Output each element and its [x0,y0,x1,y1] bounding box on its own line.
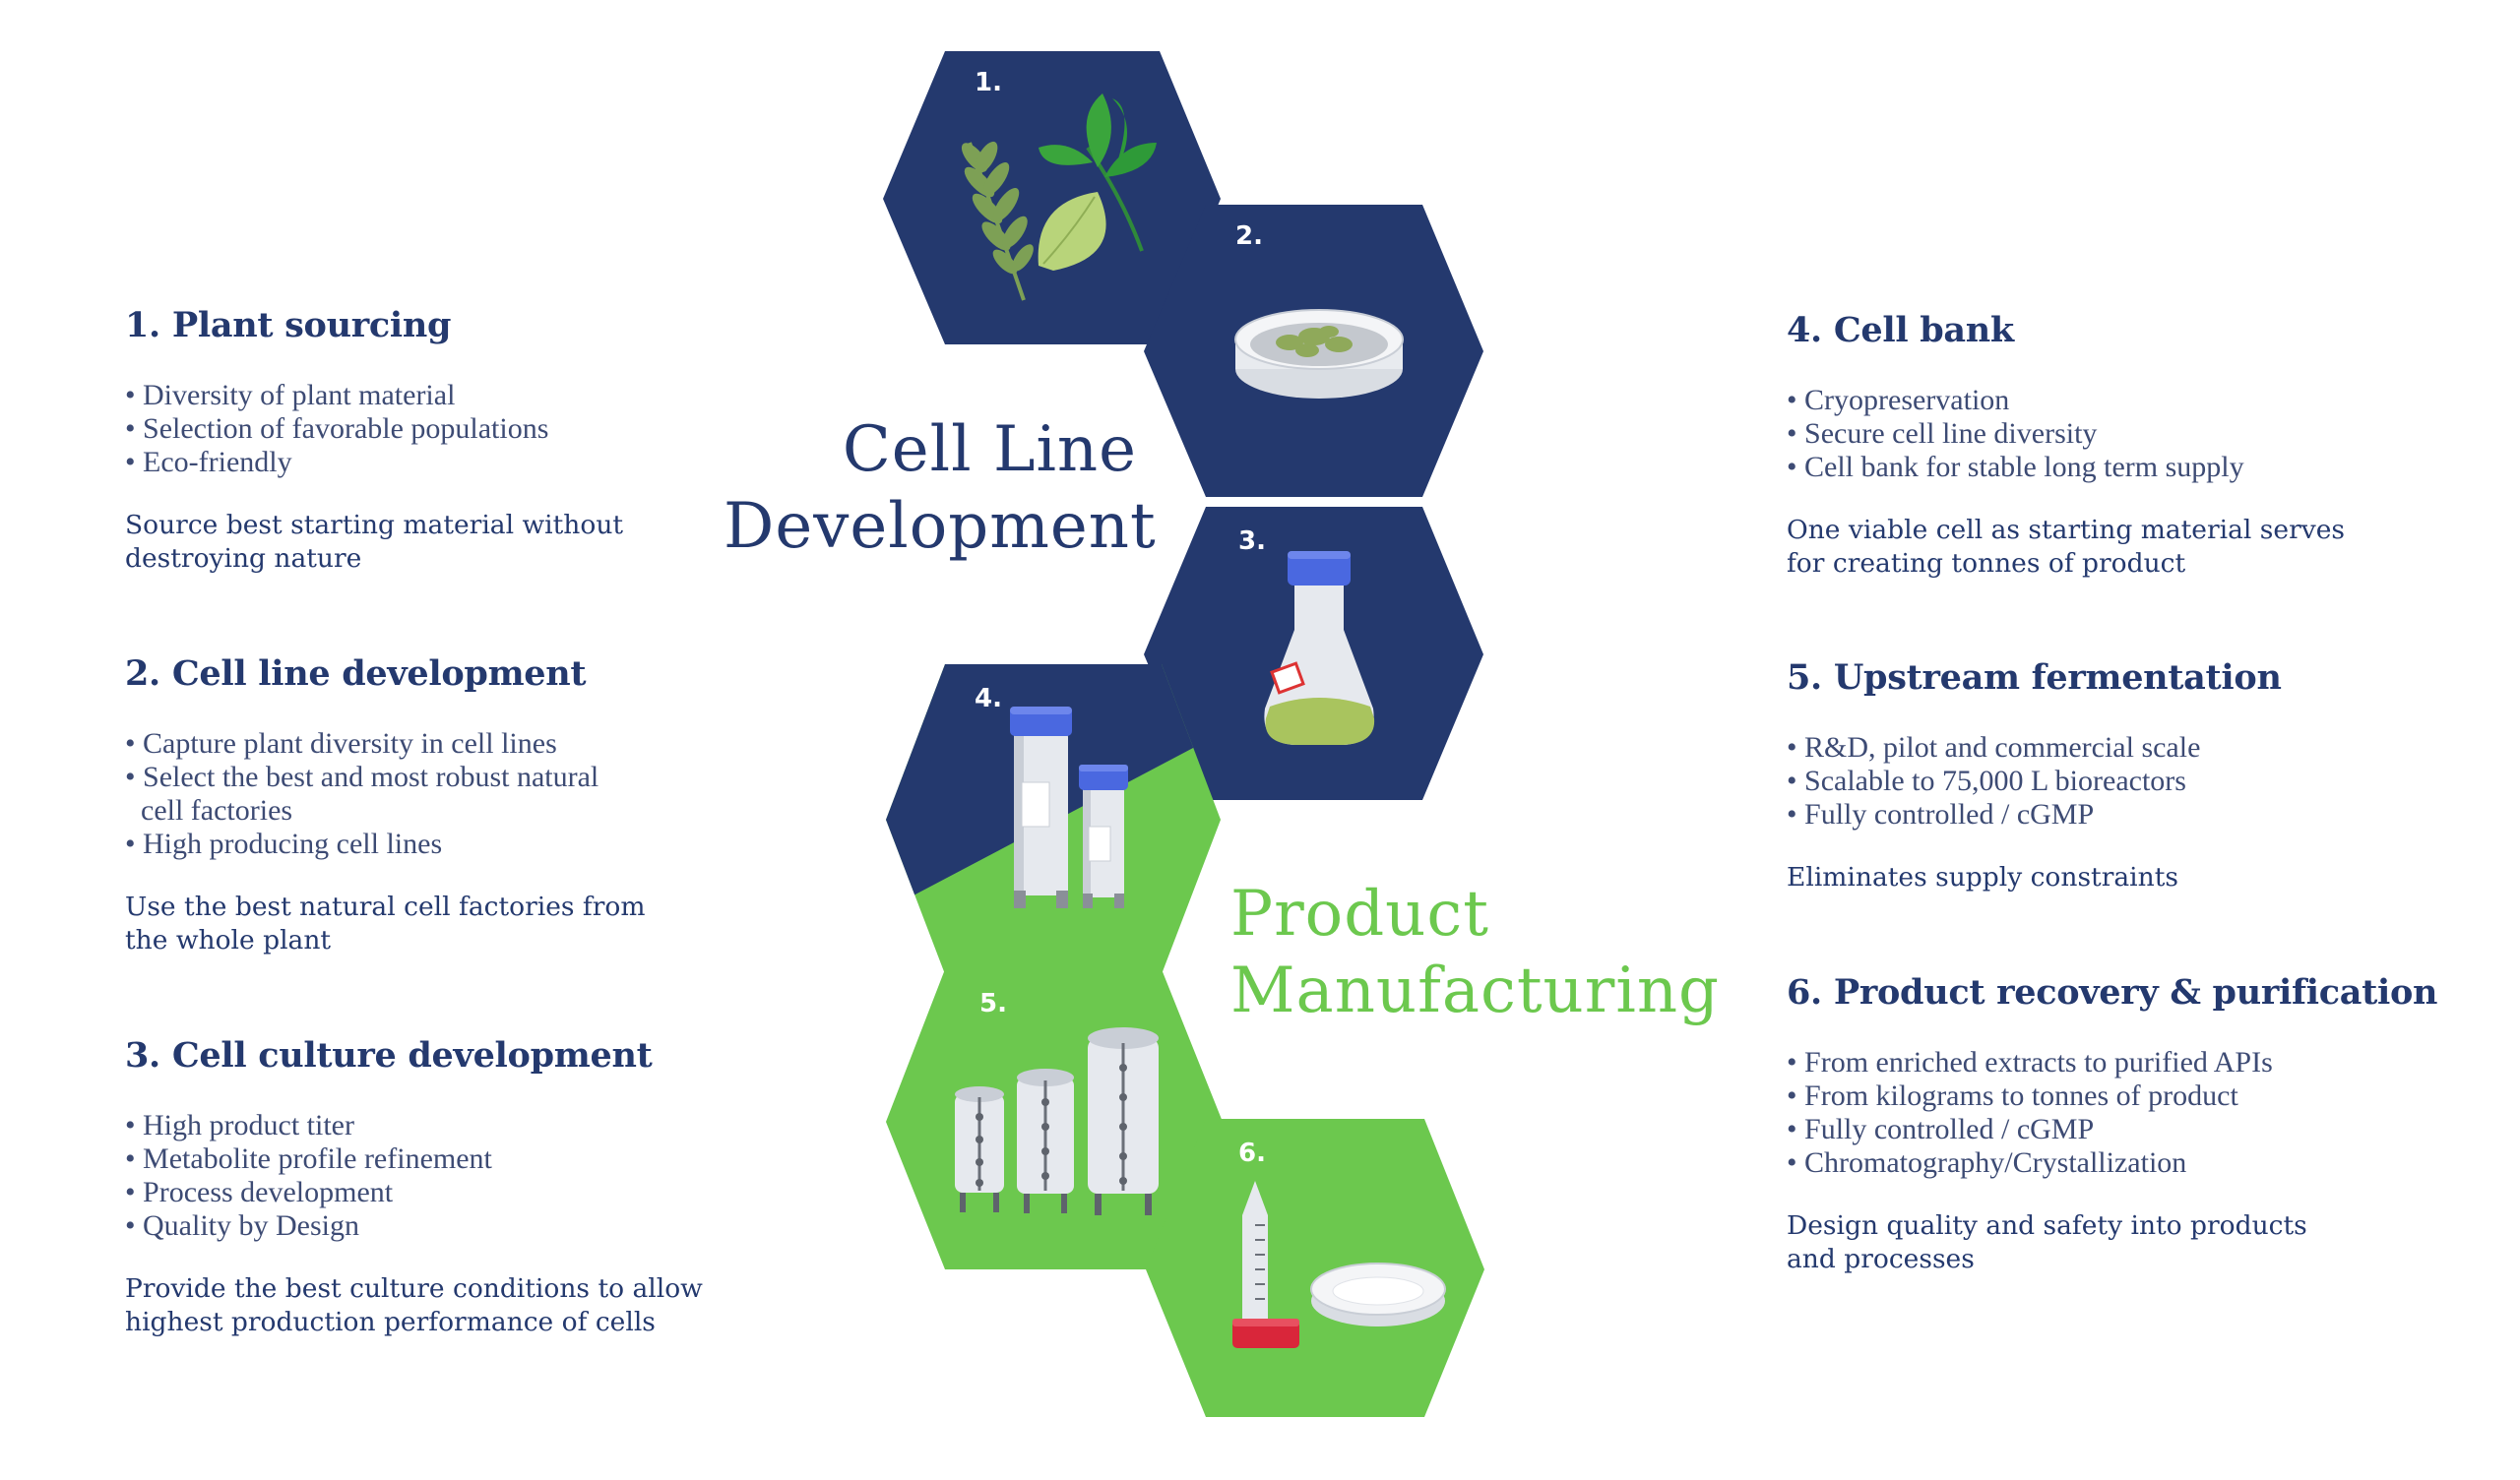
bullet-item: Capture plant diversity in cell lines [125,727,755,761]
bullet-item: Diversity of plant material [125,379,755,412]
section-title: 4. Cell bank [1787,310,2014,350]
bullet-item: Process development [125,1176,755,1209]
hex-number-5: 5. [979,989,1007,1018]
hex-number-1: 1. [975,68,1002,97]
bullet-list: Diversity of plant material Selection of… [125,379,755,479]
hexagon-step-6: 6. [1146,1119,1484,1417]
bioreactors-icon [955,1027,1159,1215]
hex-number-6: 6. [1238,1139,1266,1168]
bullet-item: Cell bank for stable long term supply [1787,451,2417,484]
section-plant-sourcing: 1. Plant sourcing Diversity of plant mat… [125,305,755,576]
bullet-item: From kilograms to tonnes of product [1787,1079,2417,1113]
bullet-list: Capture plant diversity in cell lines Se… [125,727,755,861]
hexagon-step-3: 3. [1144,507,1483,800]
section-summary: Source best starting material without de… [125,510,624,574]
bullet-list: Cryopreservation Secure cell line divers… [1787,384,2417,484]
bullet-item: Eco-friendly [125,446,755,479]
hex-number-4: 4. [975,684,1002,713]
bullet-item: High product titer [125,1109,755,1142]
bullet-item: Quality by Design [125,1209,755,1243]
product-manufacturing-label: Product Manufacturing [1230,878,1720,1027]
hexagon-step-4: 4. [886,664,1221,974]
section-cell-bank: 4. Cell bank Cryopreservation Secure cel… [1787,310,2417,581]
section-upstream-fermentation: 5. Upstream fermentation R&D, pilot and … [1787,657,2417,894]
bullet-item: Cryopreservation [1787,384,2417,417]
section-product-recovery: 6. Product recovery & purification From … [1787,972,2438,1276]
bullet-list: R&D, pilot and commercial scale Scalable… [1787,731,2417,832]
section-cell-culture-development: 3. Cell culture development High product… [125,1035,755,1339]
bullet-item: High producing cell lines [125,828,755,861]
bullet-item: Fully controlled / cGMP [1787,798,2417,832]
bullet-item: Fully controlled / cGMP [1787,1113,2417,1146]
hexagon-step-5: 5. [886,969,1223,1269]
bullet-item: Metabolite profile refinement [125,1142,755,1176]
petri-dish-icon [1234,309,1404,399]
cell-line-development-label: Cell Line Development [724,413,1157,563]
hexagon-step-1: 1. [883,51,1221,344]
bullet-item: Select the best and most robust natural … [125,761,755,828]
section-summary: One viable cell as starting material ser… [1787,515,2346,579]
bullet-list: High product titer Metabolite profile re… [125,1109,755,1243]
section-title: 6. Product recovery & purification [1787,972,2438,1013]
bullet-item: R&D, pilot and commercial scale [1787,731,2417,765]
section-cell-line-development: 2. Cell line development Capture plant d… [125,653,755,957]
section-title: 5. Upstream fermentation [1787,657,2282,698]
section-title: 3. Cell culture development [125,1035,653,1076]
bullet-item: Chromatography/Crystallization [1787,1146,2417,1180]
bullet-item: Selection of favorable populations [125,412,755,446]
section-summary: Use the best natural cell factories from… [125,892,646,956]
section-title: 1. Plant sourcing [125,305,452,345]
section-summary: Eliminates supply constraints [1787,862,2178,893]
bullet-item: Scalable to 75,000 L bioreactors [1787,765,2417,798]
tube-and-powder-icon [1232,1181,1446,1348]
bullet-item: From enriched extracts to purified APIs [1787,1046,2417,1079]
flask-icon [1264,551,1375,745]
bullet-list: From enriched extracts to purified APIs … [1787,1046,2417,1180]
hex-number-2: 2. [1235,221,1263,251]
hex-number-3: 3. [1238,526,1266,556]
section-summary: Design quality and safety into products … [1787,1210,2307,1274]
section-summary: Provide the best culture conditions to a… [125,1273,703,1337]
section-title: 2. Cell line development [125,653,587,694]
cryovials-icon [1010,707,1128,908]
plant-leaves-icon [961,93,1157,301]
bullet-item: Secure cell line diversity [1787,417,2417,451]
hexagon-step-2: 2. [1144,205,1483,497]
